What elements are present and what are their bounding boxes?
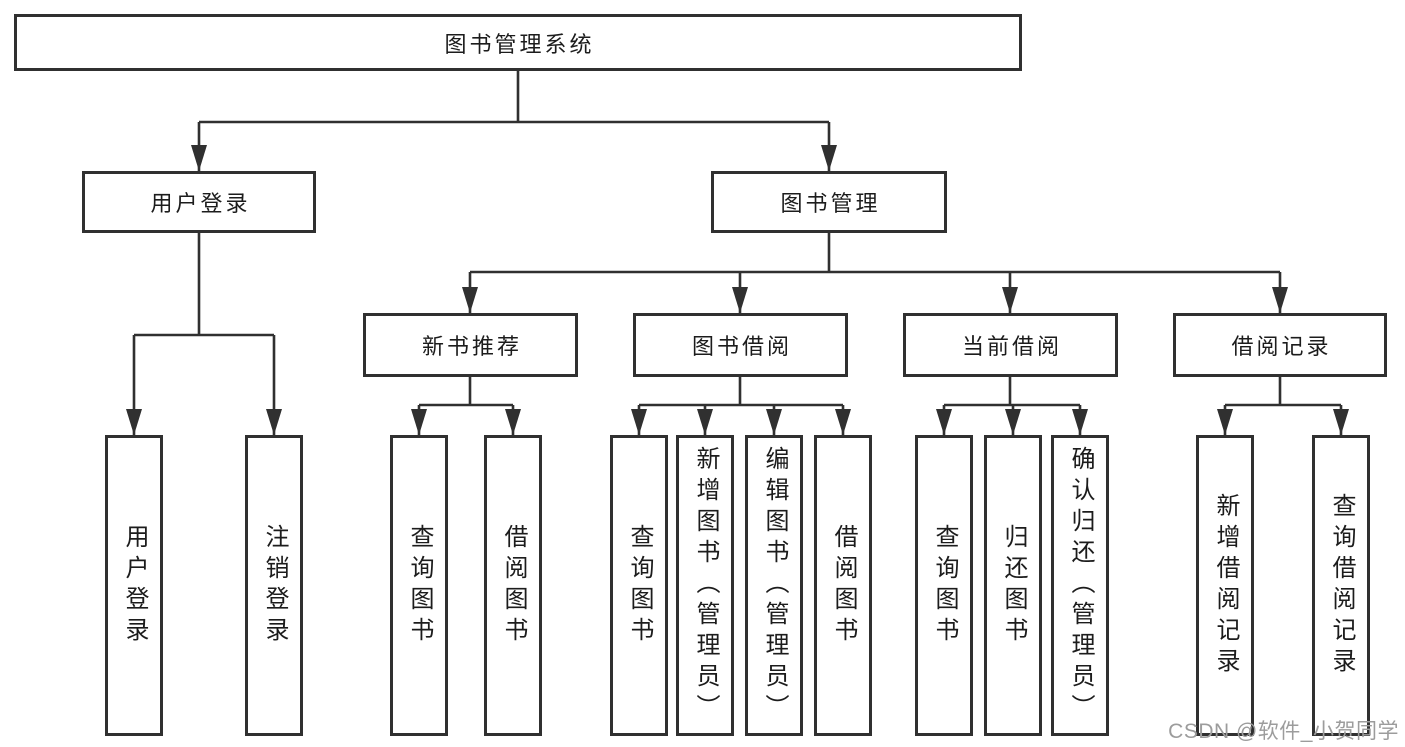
node-leaf-user-login: 用户登录 bbox=[105, 435, 163, 736]
node-user-login: 用户登录 bbox=[82, 171, 316, 233]
node-leaf-query-books-2: 查询图书 bbox=[610, 435, 668, 736]
node-leaf-query-books-3: 查询图书 bbox=[915, 435, 973, 736]
node-book-borrow: 图书借阅 bbox=[633, 313, 848, 377]
node-leaf-query-borrow-record: 查询借阅记录 bbox=[1312, 435, 1370, 736]
node-leaf-query-books-1: 查询图书 bbox=[390, 435, 448, 736]
node-leaf-confirm-return: 确认归还（管理员） bbox=[1051, 435, 1109, 736]
node-leaf-borrow-books-1: 借阅图书 bbox=[484, 435, 542, 736]
node-leaf-return-books: 归还图书 bbox=[984, 435, 1042, 736]
csdn-watermark: CSDN @软件_小贺同学 bbox=[1168, 720, 1399, 743]
node-leaf-add-borrow-record: 新增借阅记录 bbox=[1196, 435, 1254, 736]
node-book-mgmt: 图书管理 bbox=[711, 171, 947, 233]
node-borrow-records: 借阅记录 bbox=[1173, 313, 1387, 377]
node-current-borrow: 当前借阅 bbox=[903, 313, 1118, 377]
node-new-book-rec: 新书推荐 bbox=[363, 313, 578, 377]
node-leaf-logout: 注销登录 bbox=[245, 435, 303, 736]
node-leaf-borrow-books-2: 借阅图书 bbox=[814, 435, 872, 736]
node-root: 图书管理系统 bbox=[14, 14, 1022, 71]
node-leaf-add-books: 新增图书（管理员） bbox=[676, 435, 734, 736]
node-leaf-edit-books: 编辑图书（管理员） bbox=[745, 435, 803, 736]
